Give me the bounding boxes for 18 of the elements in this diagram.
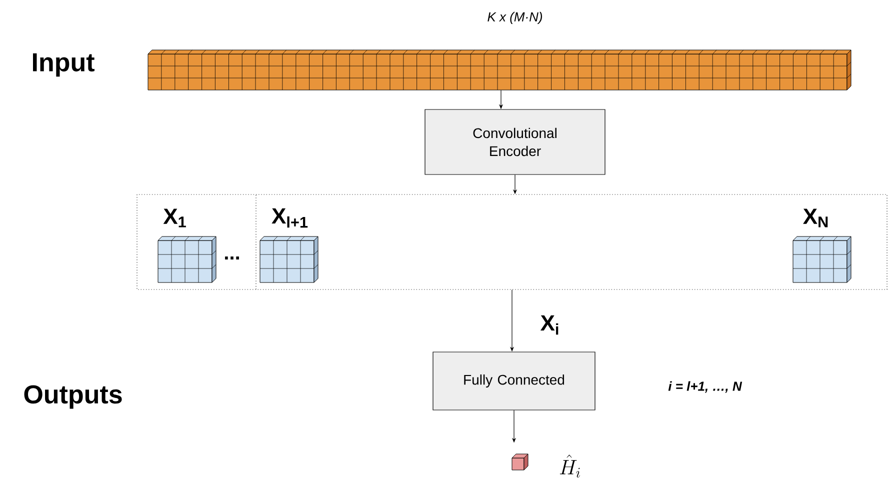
feature-tensor-drawing [158, 236, 216, 283]
process-box: Convolutional Encoder [424, 109, 606, 175]
process-box: Fully Connected [432, 352, 596, 410]
output-cube-drawing [512, 454, 528, 470]
edge-label: X$_{i}$ [540, 315, 558, 335]
index-note: i = l+1, …, N [668, 381, 742, 393]
tensor-label: X$_{N}$ [803, 208, 828, 228]
feature-tensor-drawing [792, 236, 852, 283]
tensor-label: X$_{1}$ [163, 208, 186, 228]
section-label: Input [33, 53, 94, 77]
output-label: $\hat{H}_i$ [560, 454, 580, 478]
input-tensor-drawing [148, 50, 852, 90]
feature-band [136, 194, 888, 290]
tensor-label: X$_{l+1}$ [272, 208, 308, 228]
dimension-label: K x (M·N) [488, 12, 542, 24]
section-label: Outputs [24, 385, 122, 409]
feature-tensor-drawing [260, 236, 318, 283]
ellipsis: ... [225, 256, 239, 260]
